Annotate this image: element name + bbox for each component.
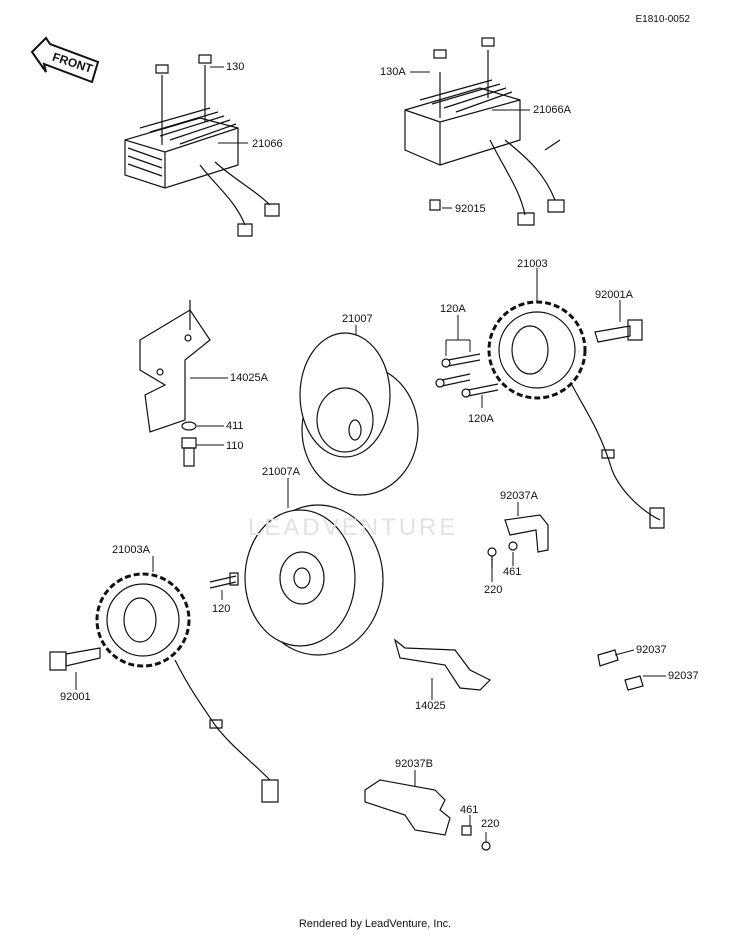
part-label-92037A: 92037A xyxy=(500,490,538,502)
washer-411-illustration xyxy=(182,422,196,430)
part-label-21003: 21003 xyxy=(517,258,548,270)
part-label-411: 411 xyxy=(226,420,244,432)
part-label-14025A: 14025A xyxy=(230,372,268,384)
part-label-92001: 92001 xyxy=(60,691,91,703)
part-label-220-bottom: 220 xyxy=(481,818,500,830)
part-label-21066A: 21066A xyxy=(533,104,571,116)
bracket-14025-illustration xyxy=(395,640,490,690)
part-label-120: 120 xyxy=(212,603,231,615)
part-label-14025: 14025 xyxy=(415,700,446,712)
bolt-120-illustration xyxy=(210,573,238,588)
bracket-92037B-illustration xyxy=(365,780,490,850)
clip-92037-illustration xyxy=(598,650,643,690)
watermark: LEADVENTURE xyxy=(248,514,459,541)
part-label-120A-bottom: 120A xyxy=(468,413,494,425)
regulator-21066A-illustration xyxy=(405,38,564,225)
bolt-120A-mid-illustration xyxy=(436,374,470,387)
bolt-92001-illustration xyxy=(50,648,100,670)
front-arrow-icon: FRONT xyxy=(32,38,98,82)
part-label-92037-a: 92037 xyxy=(636,644,667,656)
bracket-14025A-illustration xyxy=(140,300,210,432)
part-label-92037B: 92037B xyxy=(395,758,433,770)
part-label-21007: 21007 xyxy=(342,313,373,325)
part-label-21003A: 21003A xyxy=(112,544,150,556)
regulator-21066-illustration xyxy=(125,55,279,236)
footer-credit: Rendered by LeadVenture, Inc. xyxy=(298,918,452,930)
part-label-120A-top: 120A xyxy=(440,303,466,315)
flywheel-21007-illustration xyxy=(300,333,418,495)
stator-21003A-illustration xyxy=(97,574,278,802)
leader-lines xyxy=(76,67,666,842)
bracket-92037A-illustration xyxy=(488,515,548,568)
bolt-120A-bottom-illustration xyxy=(462,384,498,397)
bolt-110-illustration xyxy=(182,438,196,466)
bolt-120A-top-illustration xyxy=(442,354,480,367)
bolt-92001A-illustration xyxy=(595,320,642,342)
part-label-21007A: 21007A xyxy=(262,466,300,478)
part-label-130A: 130A xyxy=(380,66,406,78)
part-label-110: 110 xyxy=(226,440,244,452)
part-label-461-bottom: 461 xyxy=(460,804,479,816)
part-label-130: 130 xyxy=(226,61,245,73)
part-label-21066: 21066 xyxy=(252,138,283,150)
flywheel-21007A-illustration xyxy=(245,505,383,655)
part-label-461-top: 461 xyxy=(503,566,522,578)
part-label-92037-b: 92037 xyxy=(668,670,699,682)
part-label-220-top: 220 xyxy=(484,584,503,596)
part-label-92001A: 92001A xyxy=(595,289,633,301)
diagram-code: E1810-0052 xyxy=(635,14,691,25)
part-label-92015: 92015 xyxy=(455,203,486,215)
